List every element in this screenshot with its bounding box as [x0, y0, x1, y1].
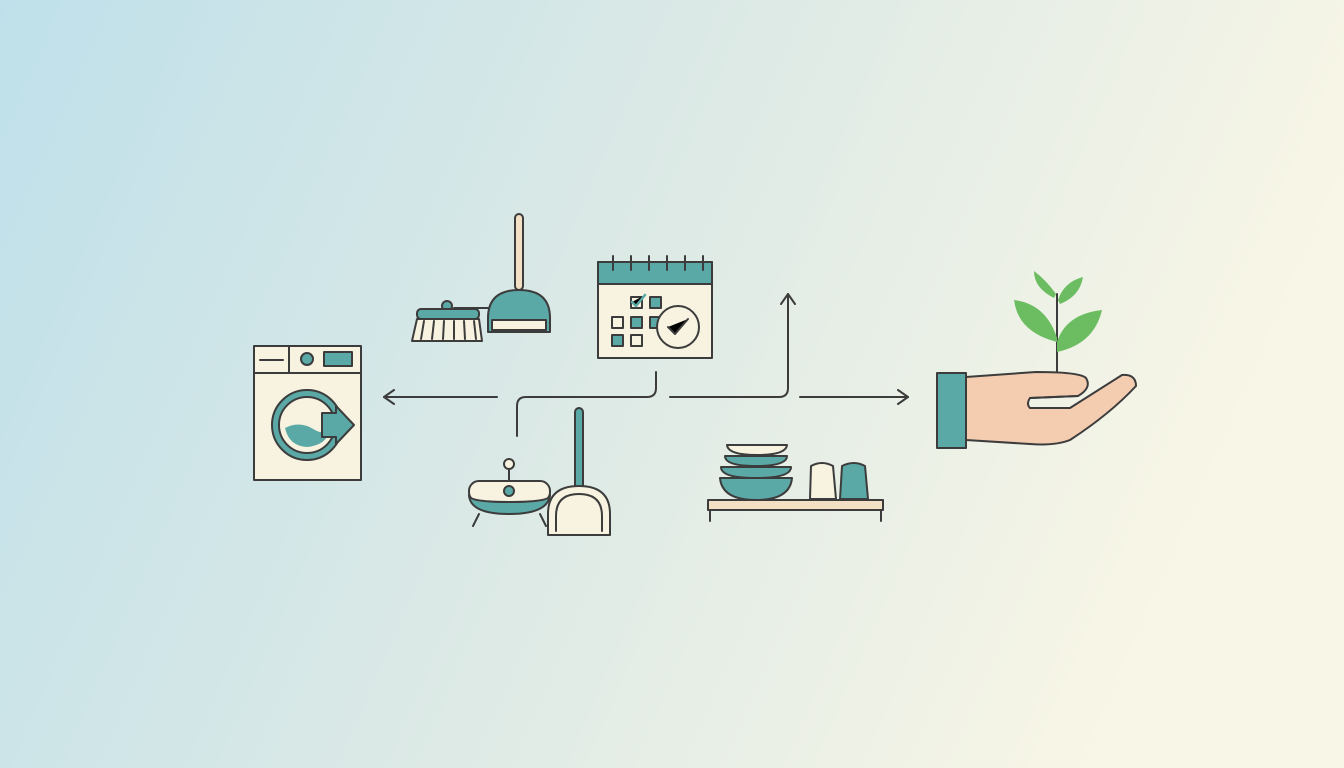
- arrow-up: [669, 293, 796, 398]
- calendar-checklist-icon: [597, 255, 713, 359]
- washing-machine-icon: [253, 345, 362, 481]
- flow-connectors: [383, 293, 909, 437]
- hand-holding-sprout-icon: [936, 271, 1137, 449]
- robot-vacuum-and-dustpan-icon: [468, 407, 611, 536]
- dishes-on-shelf-icon: [707, 444, 884, 522]
- brush-and-dustpan-icon: [411, 213, 551, 342]
- connector-center: [516, 371, 657, 437]
